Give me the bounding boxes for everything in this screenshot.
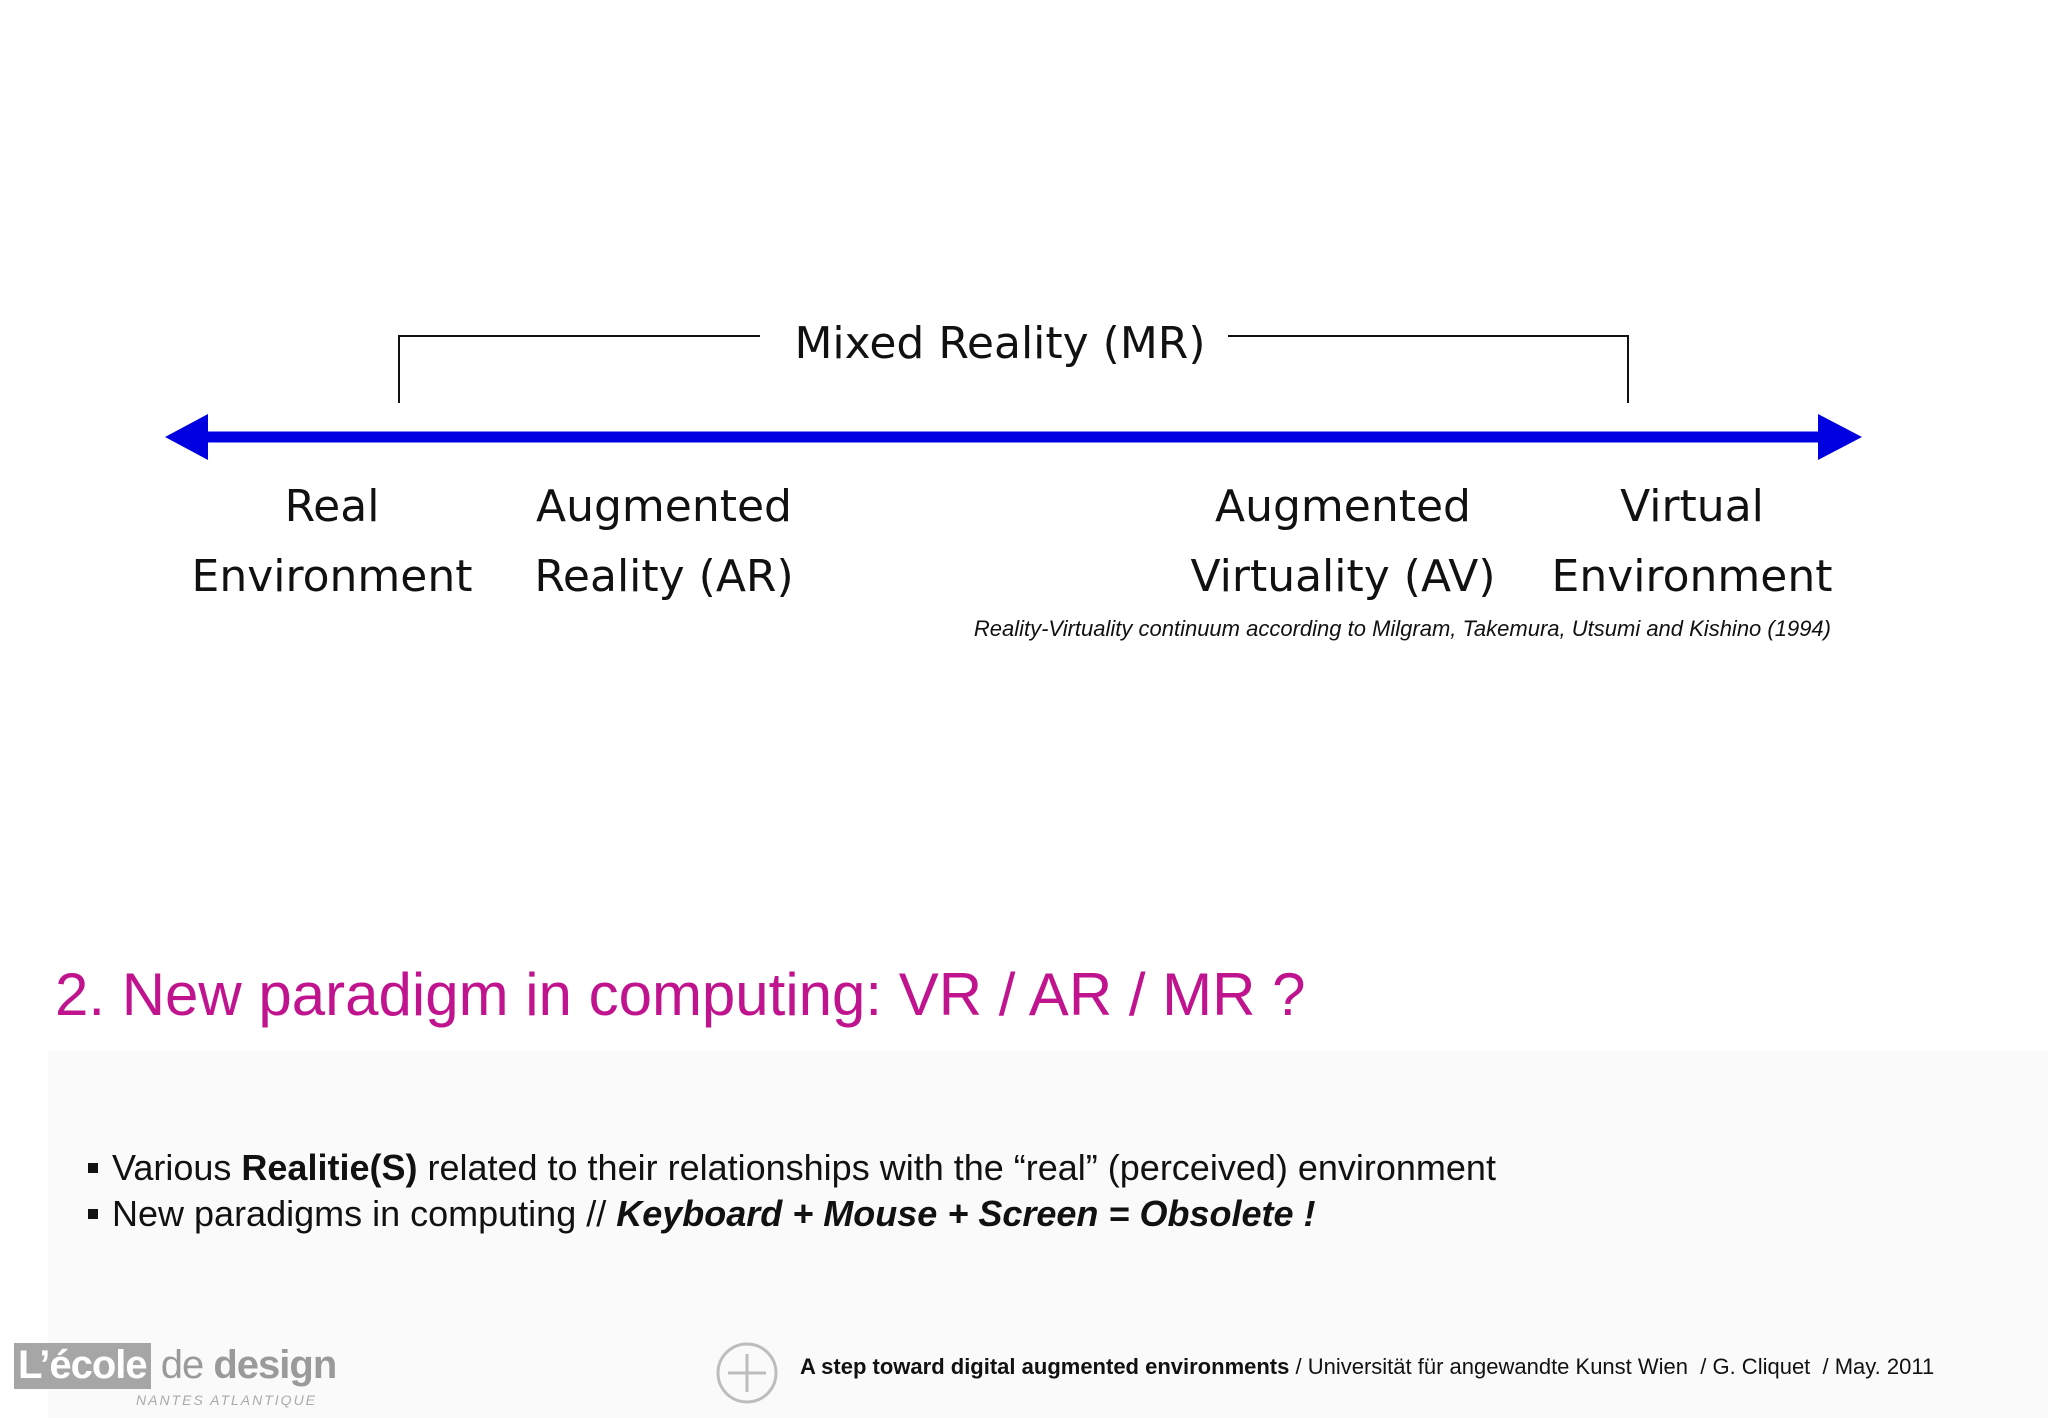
category-line-2: Environment xyxy=(191,551,473,602)
category-line-1: Virtual xyxy=(1620,481,1764,532)
content-panel xyxy=(48,1050,2048,1418)
left-arrowhead xyxy=(165,414,208,460)
bullet-item: Various Realitie(S) related to their rel… xyxy=(88,1145,1496,1191)
bullet-square-icon xyxy=(88,1209,98,1219)
bullet-text-pre: New paradigms in computing // xyxy=(112,1193,617,1234)
slide-heading: 2. New paradigm in computing: VR / AR / … xyxy=(55,961,1306,1028)
diagram-caption: Reality-Virtuality continuum according t… xyxy=(973,616,1831,641)
footer-credit: A step toward digital augmented environm… xyxy=(800,1354,1934,1380)
bullet-item: New paradigms in computing // Keyboard +… xyxy=(88,1191,1496,1237)
logo-subtitle: NANTES ATLANTIQUE xyxy=(136,1392,318,1408)
logo-main: L’école xyxy=(14,1343,151,1389)
footer-details: / Universität für angewandte Kunst Wien … xyxy=(1289,1354,1935,1379)
bullet-text-bold: Realitie(S) xyxy=(241,1147,418,1188)
mixed-reality-label: Mixed Reality (MR) xyxy=(794,318,1206,369)
category-line-1: Augmented xyxy=(1215,481,1471,532)
category-virtual-environment: Virtual Environment xyxy=(1542,472,1842,612)
bullet-text-bold-italic: Keyboard + Mouse + Screen = Obsolete ! xyxy=(616,1193,1316,1234)
continuum-svg xyxy=(165,335,1862,460)
right-arrowhead xyxy=(1818,414,1862,460)
school-logo: L’école de design xyxy=(14,1343,337,1389)
category-line-2: Environment xyxy=(1551,551,1833,602)
mr-bracket-left xyxy=(398,335,760,403)
reality-virtuality-continuum-diagram: Mixed Reality (MR) Real Environment Augm… xyxy=(0,0,2048,700)
bullet-text-post: related to their relationships with the … xyxy=(417,1147,1496,1188)
plus-circle-icon xyxy=(716,1342,778,1404)
category-real-environment: Real Environment xyxy=(182,472,482,612)
category-line-2: Virtuality (AV) xyxy=(1190,551,1496,602)
logo-de: de xyxy=(160,1343,204,1387)
footer-title: A step toward digital augmented environm… xyxy=(800,1354,1290,1379)
category-line-1: Real xyxy=(284,481,380,532)
category-line-1: Augmented xyxy=(536,481,792,532)
bullet-list: Various Realitie(S) related to their rel… xyxy=(88,1145,1496,1237)
category-augmented-virtuality: Augmented Virtuality (AV) xyxy=(1168,472,1518,612)
bullet-text-pre: Various xyxy=(112,1147,242,1188)
category-line-2: Reality (AR) xyxy=(534,551,794,602)
category-augmented-reality: Augmented Reality (AR) xyxy=(514,472,814,612)
logo-design: design xyxy=(213,1343,337,1387)
mr-bracket-right xyxy=(1228,335,1629,403)
bullet-square-icon xyxy=(88,1163,98,1173)
